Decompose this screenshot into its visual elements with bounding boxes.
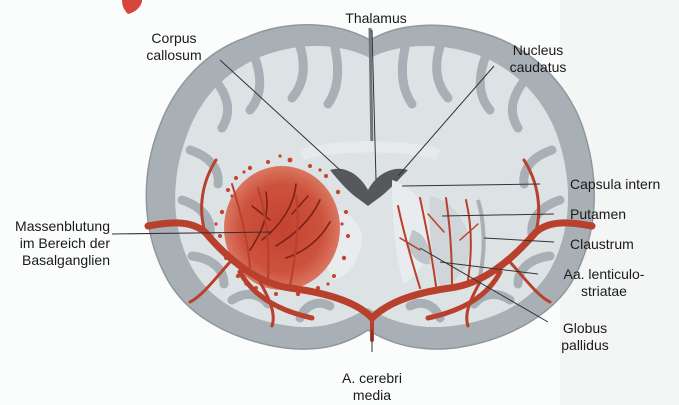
label-capsula-interna: Capsula intern <box>570 176 660 193</box>
interhemispheric-fissure <box>370 28 372 150</box>
label-massenblutung: Massenblutung im Bereich der Basalgangli… <box>0 218 110 269</box>
label-corpus-callosum-line1: Corpus <box>134 30 214 47</box>
label-a-cerebri-media-line2: media <box>326 387 418 404</box>
label-nucleus-caudatus-line2: caudatus <box>496 59 580 76</box>
label-thalamus-text: Thalamus <box>345 10 406 26</box>
label-thalamus: Thalamus <box>336 10 416 27</box>
label-nucleus-caudatus: Nucleus caudatus <box>496 42 580 76</box>
label-corpus-callosum: Corpus callosum <box>134 30 214 64</box>
label-a-cerebri-media-line1: A. cerebri <box>326 370 418 387</box>
label-putamen-text: Putamen <box>570 206 626 222</box>
label-a-cerebri-media: A. cerebri media <box>326 370 418 404</box>
label-claustrum: Claustrum <box>570 236 634 253</box>
label-aa-lenticulostriatae-line1: Aa. lenticulo- <box>556 266 652 283</box>
label-massenblutung-line3: Basalganglien <box>0 252 110 269</box>
label-globus-pallidus-line1: Globus <box>548 320 622 337</box>
label-massenblutung-line1: Massenblutung <box>0 218 110 235</box>
label-capsula-interna-text: Capsula intern <box>570 176 660 192</box>
label-claustrum-text: Claustrum <box>570 236 634 252</box>
label-nucleus-caudatus-line1: Nucleus <box>496 42 580 59</box>
label-globus-pallidus: Globus pallidus <box>548 320 622 354</box>
label-corpus-callosum-line2: callosum <box>134 47 214 64</box>
label-aa-lenticulostriatae-line2: striatae <box>556 283 652 300</box>
label-putamen: Putamen <box>570 206 626 223</box>
label-aa-lenticulostriatae: Aa. lenticulo- striatae <box>556 266 652 300</box>
label-massenblutung-line2: im Bereich der <box>0 235 110 252</box>
label-globus-pallidus-line2: pallidus <box>548 337 622 354</box>
